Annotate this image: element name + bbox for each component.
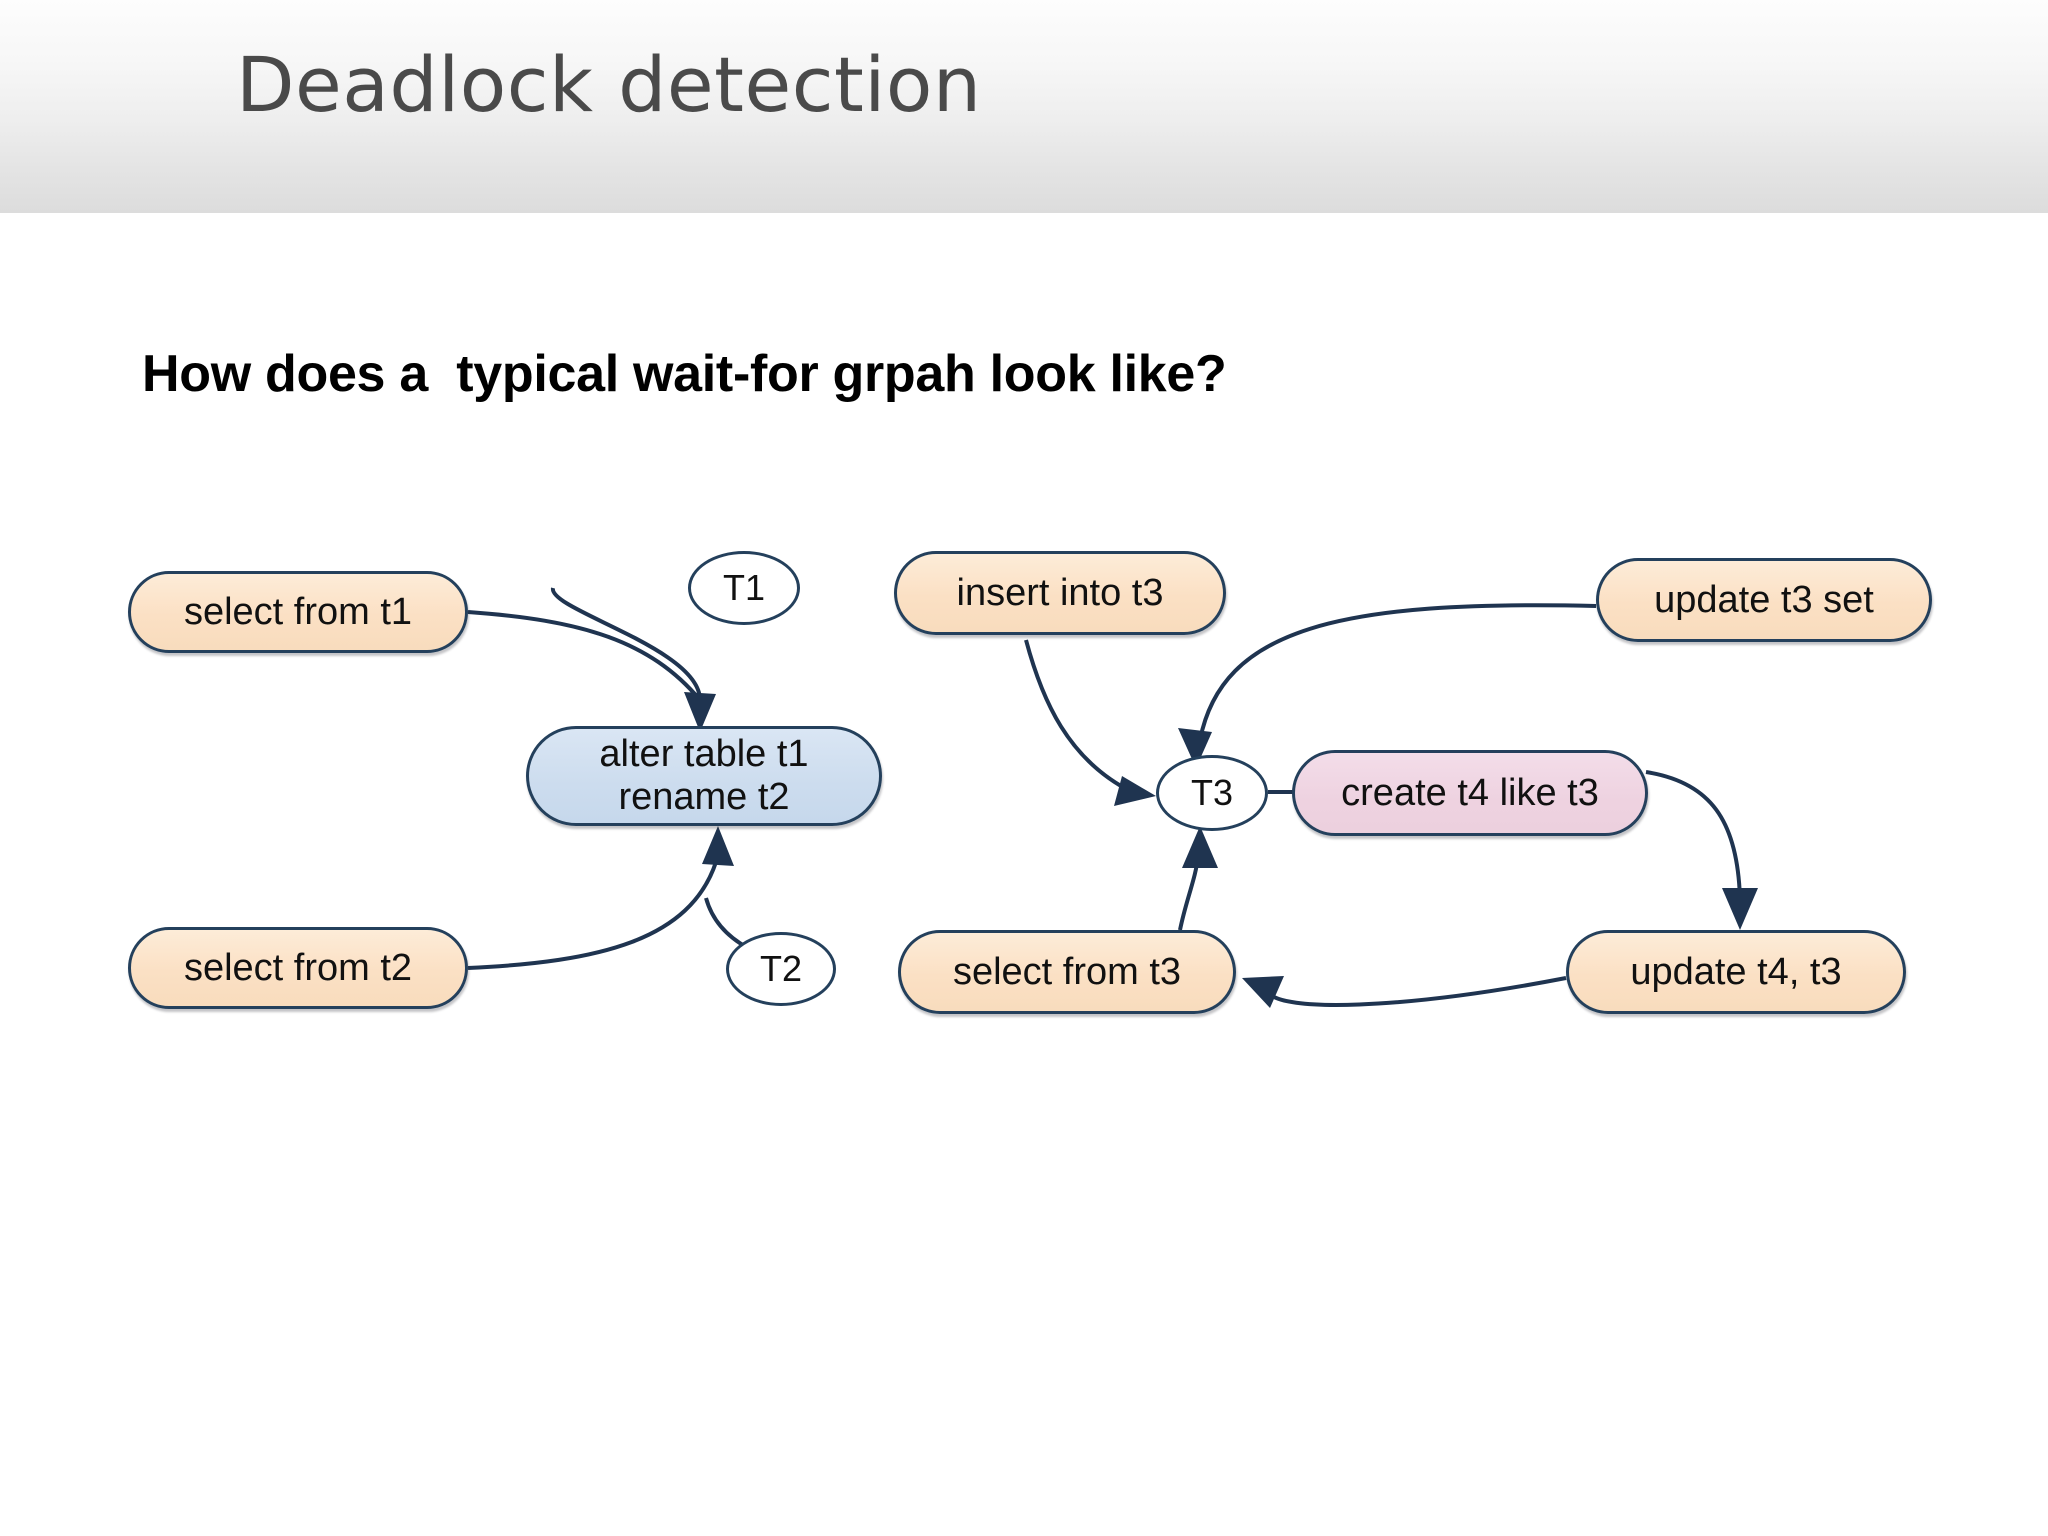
- node-t1[interactable]: T1: [688, 551, 800, 625]
- node-label: insert into t3: [956, 571, 1164, 614]
- edge-select-t2-to-alter-t1: [467, 826, 734, 970]
- edge-select-t3-to-t3: [1178, 826, 1218, 931]
- node-t2[interactable]: T2: [726, 932, 836, 1006]
- node-label: select from t1: [183, 590, 413, 633]
- edge-select-t1-to-alter-t1: [467, 610, 716, 732]
- edge-t1-to-alter-t1: [551, 587, 702, 701]
- page-title: Deadlock detection: [236, 40, 982, 129]
- node-label: update t3 set: [1654, 578, 1874, 621]
- node-t3[interactable]: T3: [1156, 755, 1268, 831]
- node-alter-table-t1[interactable]: alter table t1 rename t2: [526, 726, 882, 826]
- node-label: select from t2: [183, 946, 413, 989]
- node-label: T3: [1190, 771, 1233, 813]
- node-create-t4-like-t3[interactable]: create t4 like t3: [1292, 750, 1648, 836]
- node-update-t3-set[interactable]: update t3 set: [1596, 558, 1932, 642]
- node-select-from-t2[interactable]: select from t2: [128, 927, 468, 1009]
- node-label-line2: rename t2: [618, 776, 790, 818]
- edge-t2-to-alter-t1: [704, 897, 749, 950]
- node-label: T2: [759, 947, 802, 989]
- node-select-from-t1[interactable]: select from t1: [128, 571, 468, 653]
- edge-update-t3-set-to-t3: [1178, 603, 1597, 768]
- node-label: update t4, t3: [1630, 950, 1842, 993]
- subtitle-question: How does a typical wait-for grpah look l…: [142, 345, 1227, 403]
- node-label: create t4 like t3: [1341, 771, 1599, 814]
- node-update-t4-t3[interactable]: update t4, t3: [1566, 930, 1906, 1014]
- node-select-from-t3[interactable]: select from t3: [898, 930, 1236, 1014]
- edge-insert-t3-to-t3: [1024, 639, 1156, 806]
- node-label-line1: alter table t1: [599, 733, 809, 776]
- title-bar: Deadlock detection: [0, 0, 2048, 213]
- node-insert-into-t3[interactable]: insert into t3: [894, 551, 1226, 635]
- edge-create-t4-to-update-t4-t3: [1645, 770, 1758, 930]
- edge-update-t4-t3-to-select-t3: [1242, 976, 1567, 1008]
- node-label: select from t3: [952, 950, 1182, 993]
- node-label: T1: [722, 566, 765, 608]
